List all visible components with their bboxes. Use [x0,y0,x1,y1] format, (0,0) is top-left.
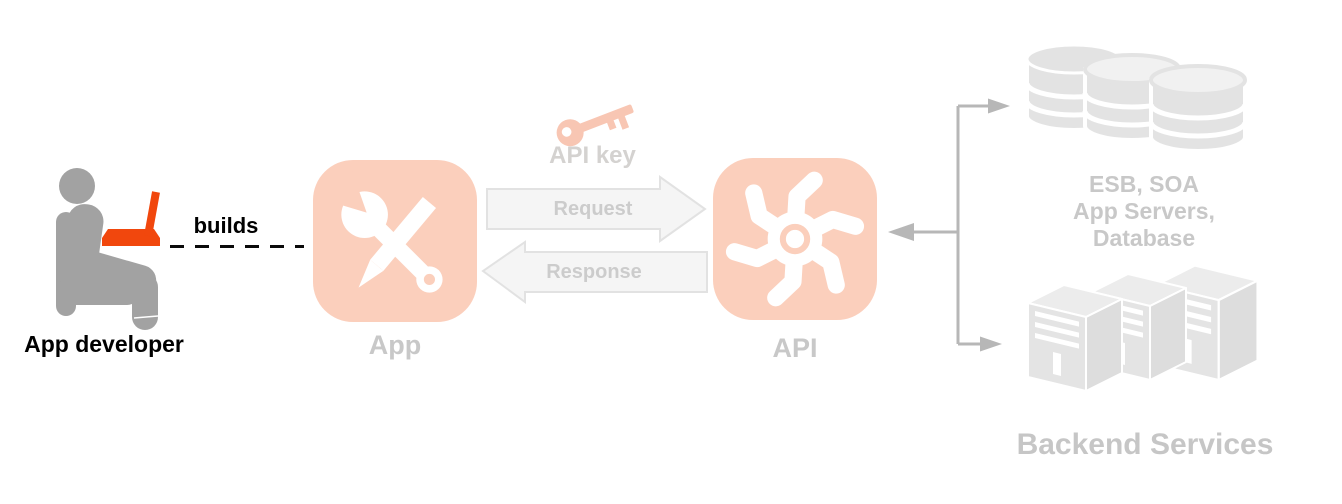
esb-label-line3: Database [1092,225,1196,251]
arrowhead-to-api [888,223,914,241]
developer-label: App developer [24,331,184,357]
backend-services-label: Backend Services [1016,428,1274,461]
gear-spokes-icon [725,171,865,307]
response-arrow-icon [481,240,708,304]
seated-person-with-laptop-icon [56,168,160,330]
response-label: Response [546,261,642,283]
database-stack-icon [1024,43,1248,153]
esb-label-line1: ESB, SOA [1089,171,1199,197]
builds-label: builds [193,213,259,238]
arrowhead-to-esb [988,98,1010,114]
dashed-line [170,245,304,248]
key-icon [556,104,634,147]
api-key-label: API key [549,142,636,169]
api-node [713,158,877,320]
esb-label: ESB, SOA App Servers, Database [1038,171,1250,252]
shoe-line [133,315,159,319]
branching-arrows-icon [888,98,1010,352]
server-towers-icon [1027,264,1259,392]
wrench-and-pencil-icon [326,166,443,293]
app-node [313,160,477,322]
laptop-icon [102,191,160,246]
app-node-label: App [368,330,422,360]
arrowhead-to-services [980,336,1002,352]
api-node-label: API [772,333,818,363]
request-arrow-icon [486,175,707,243]
request-label: Request [553,198,633,220]
esb-label-line2: App Servers, [1073,198,1215,224]
request-response-arrows [481,175,708,304]
